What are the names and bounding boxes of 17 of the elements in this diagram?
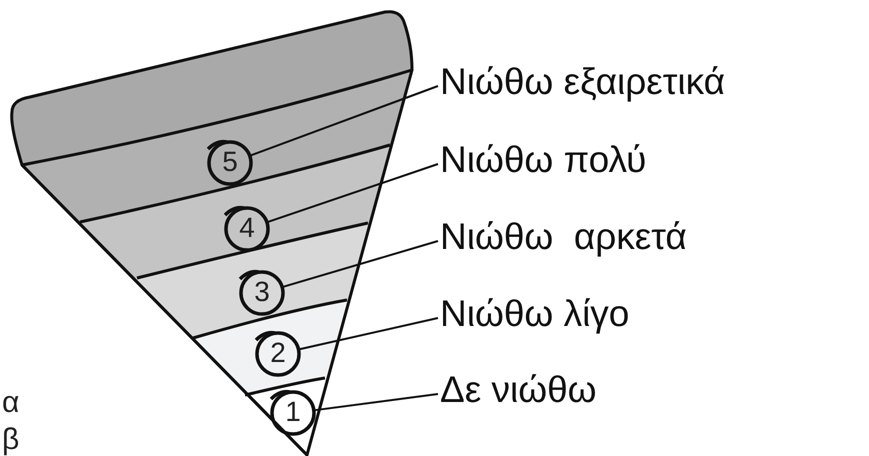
circled-number: 1 <box>268 387 318 437</box>
level-label: Νιώθω εξαιρετικά <box>440 60 726 104</box>
level-label: Νιώθω αρκετά <box>440 215 687 259</box>
circled-number: 5 <box>205 137 255 187</box>
side-text: α <box>2 386 20 420</box>
level-label: Νιώθω λίγο <box>440 292 630 336</box>
level-label: Νιώθω πολύ <box>440 138 646 182</box>
side-text: β <box>2 423 20 456</box>
level-label: Δε νιώθω <box>440 368 597 412</box>
circled-number: 3 <box>237 267 287 317</box>
circled-number: 2 <box>253 328 303 378</box>
leader-line <box>299 317 438 350</box>
leader-line <box>268 163 438 223</box>
leader-line <box>314 393 438 412</box>
leader-line <box>282 240 438 288</box>
leader-line <box>250 85 438 156</box>
circled-number: 4 <box>222 203 272 253</box>
